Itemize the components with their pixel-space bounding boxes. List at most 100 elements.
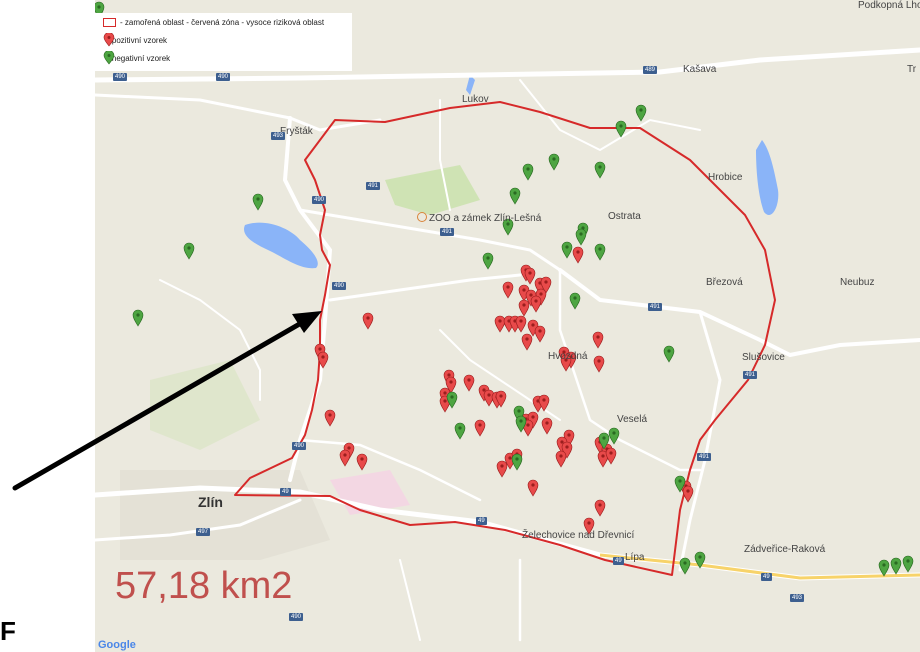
negative-sample-marker[interactable] <box>575 228 587 246</box>
negative-sample-marker[interactable] <box>878 559 890 577</box>
negative-sample-marker[interactable] <box>594 243 606 261</box>
negative-sample-marker[interactable] <box>513 405 525 423</box>
positive-sample-marker[interactable] <box>524 267 536 285</box>
positive-sample-marker[interactable] <box>474 419 486 437</box>
poi-icon <box>417 212 427 222</box>
positive-sample-marker[interactable] <box>541 417 553 435</box>
positive-sample-marker[interactable] <box>362 312 374 330</box>
positive-sample-marker[interactable] <box>682 485 694 503</box>
negative-sample-marker[interactable] <box>252 193 264 211</box>
positive-sample-marker[interactable] <box>496 460 508 478</box>
town-label[interactable]: Tr <box>907 64 917 75</box>
negative-sample-marker[interactable] <box>482 252 494 270</box>
negative-sample-marker[interactable] <box>635 104 647 122</box>
road-number-shield: 493 <box>790 594 805 602</box>
positive-sample-marker[interactable] <box>530 295 542 313</box>
road-number-shield: 491 <box>743 371 758 379</box>
road-number-shield: 491 <box>648 303 663 311</box>
positive-sample-marker[interactable] <box>463 374 475 392</box>
forest-patch <box>385 165 480 215</box>
town-label[interactable]: Lípa <box>625 552 645 563</box>
legend-row-zone: - zamořená oblast - červená zóna - vysoc… <box>103 15 324 29</box>
town-label[interactable]: Podkopná Lhota <box>858 0 920 11</box>
negative-sample-marker[interactable] <box>902 555 914 573</box>
negative-sample-marker[interactable] <box>663 345 675 363</box>
negative-sample-marker[interactable] <box>454 422 466 440</box>
town-label[interactable]: Lukov <box>462 94 489 105</box>
positive-sample-marker[interactable] <box>518 284 530 302</box>
positive-sample-marker[interactable] <box>594 499 606 517</box>
negative-sample-marker[interactable] <box>594 161 606 179</box>
positive-sample-marker[interactable] <box>538 394 550 412</box>
positive-sample-marker[interactable] <box>540 276 552 294</box>
arrow-shaft <box>12 319 306 491</box>
positive-sample-marker[interactable] <box>555 450 567 468</box>
town-label[interactable]: Slušovice <box>742 352 785 363</box>
negative-sample-marker[interactable] <box>598 432 610 450</box>
legend-positive-text: - pozitivní vzorek <box>107 35 168 45</box>
positive-sample-marker[interactable] <box>502 281 514 299</box>
town-label[interactable]: Neubuz <box>840 277 875 288</box>
negative-sample-marker[interactable] <box>694 551 706 569</box>
negative-sample-marker[interactable] <box>569 292 581 310</box>
reservoir <box>756 140 779 215</box>
positive-sample-marker[interactable] <box>521 333 533 351</box>
positive-sample-marker[interactable] <box>495 390 507 408</box>
town-label[interactable]: Ostrata <box>608 211 641 222</box>
negative-sample-marker[interactable] <box>548 153 560 171</box>
positive-sample-marker[interactable] <box>339 449 351 467</box>
positive-sample-marker[interactable] <box>518 299 530 317</box>
road-number-shield: 489 <box>643 66 658 74</box>
pond <box>466 75 475 95</box>
green-pin-icon <box>103 51 115 65</box>
positive-sample-marker[interactable] <box>583 517 595 535</box>
town-label[interactable]: Fryšták <box>280 126 313 137</box>
positive-sample-marker[interactable] <box>560 354 572 372</box>
map-canvas[interactable] <box>95 0 920 652</box>
red-pin-icon <box>103 33 115 47</box>
town-label[interactable]: Kašava <box>683 64 717 75</box>
road-number-shield: 491 <box>697 453 712 461</box>
negative-sample-marker[interactable] <box>511 453 523 471</box>
negative-sample-marker[interactable] <box>561 241 573 259</box>
positive-sample-marker[interactable] <box>317 351 329 369</box>
negative-sample-marker[interactable] <box>608 427 620 445</box>
negative-sample-marker[interactable] <box>679 557 691 575</box>
positive-sample-marker[interactable] <box>445 376 457 394</box>
positive-sample-marker[interactable] <box>593 355 605 373</box>
negative-sample-marker[interactable] <box>674 475 686 493</box>
positive-sample-marker[interactable] <box>572 246 584 264</box>
highway <box>599 553 920 580</box>
negative-sample-marker[interactable] <box>890 557 902 575</box>
town-label[interactable]: Zlín <box>198 494 223 510</box>
positive-sample-marker[interactable] <box>515 315 527 333</box>
positive-sample-marker[interactable] <box>592 331 604 349</box>
negative-sample-marker[interactable] <box>502 218 514 236</box>
town-label[interactable]: Hvozdná <box>548 351 588 362</box>
zoo-poi-label[interactable]: ZOO a zámek Zlín-Lešná <box>417 212 541 224</box>
positive-sample-marker[interactable] <box>494 315 506 333</box>
negative-sample-marker[interactable] <box>615 120 627 138</box>
infected-zone-boundary <box>234 101 776 576</box>
negative-sample-marker[interactable] <box>522 163 534 181</box>
positive-sample-marker[interactable] <box>605 447 617 465</box>
positive-sample-marker[interactable] <box>324 409 336 427</box>
positive-sample-marker[interactable] <box>356 453 368 471</box>
town-label[interactable]: Hrobice <box>708 172 743 183</box>
positive-sample-marker[interactable] <box>563 429 575 447</box>
negative-sample-marker[interactable] <box>183 242 195 260</box>
negative-sample-marker[interactable] <box>509 187 521 205</box>
negative-sample-marker[interactable] <box>446 391 458 409</box>
negative-sample-marker[interactable] <box>132 309 144 327</box>
town-label[interactable]: Želechovice nad Dřevnicí <box>522 530 635 541</box>
positive-sample-marker[interactable] <box>597 450 609 468</box>
town-label[interactable]: Březová <box>706 277 743 288</box>
positive-sample-marker[interactable] <box>527 479 539 497</box>
town-label[interactable]: Zádveřice-Raková <box>744 544 826 555</box>
negative-sample-marker[interactable] <box>515 415 527 433</box>
zone-swatch-icon <box>103 17 116 27</box>
town-label[interactable]: Veselá <box>617 414 648 425</box>
positive-sample-marker[interactable] <box>534 325 546 343</box>
